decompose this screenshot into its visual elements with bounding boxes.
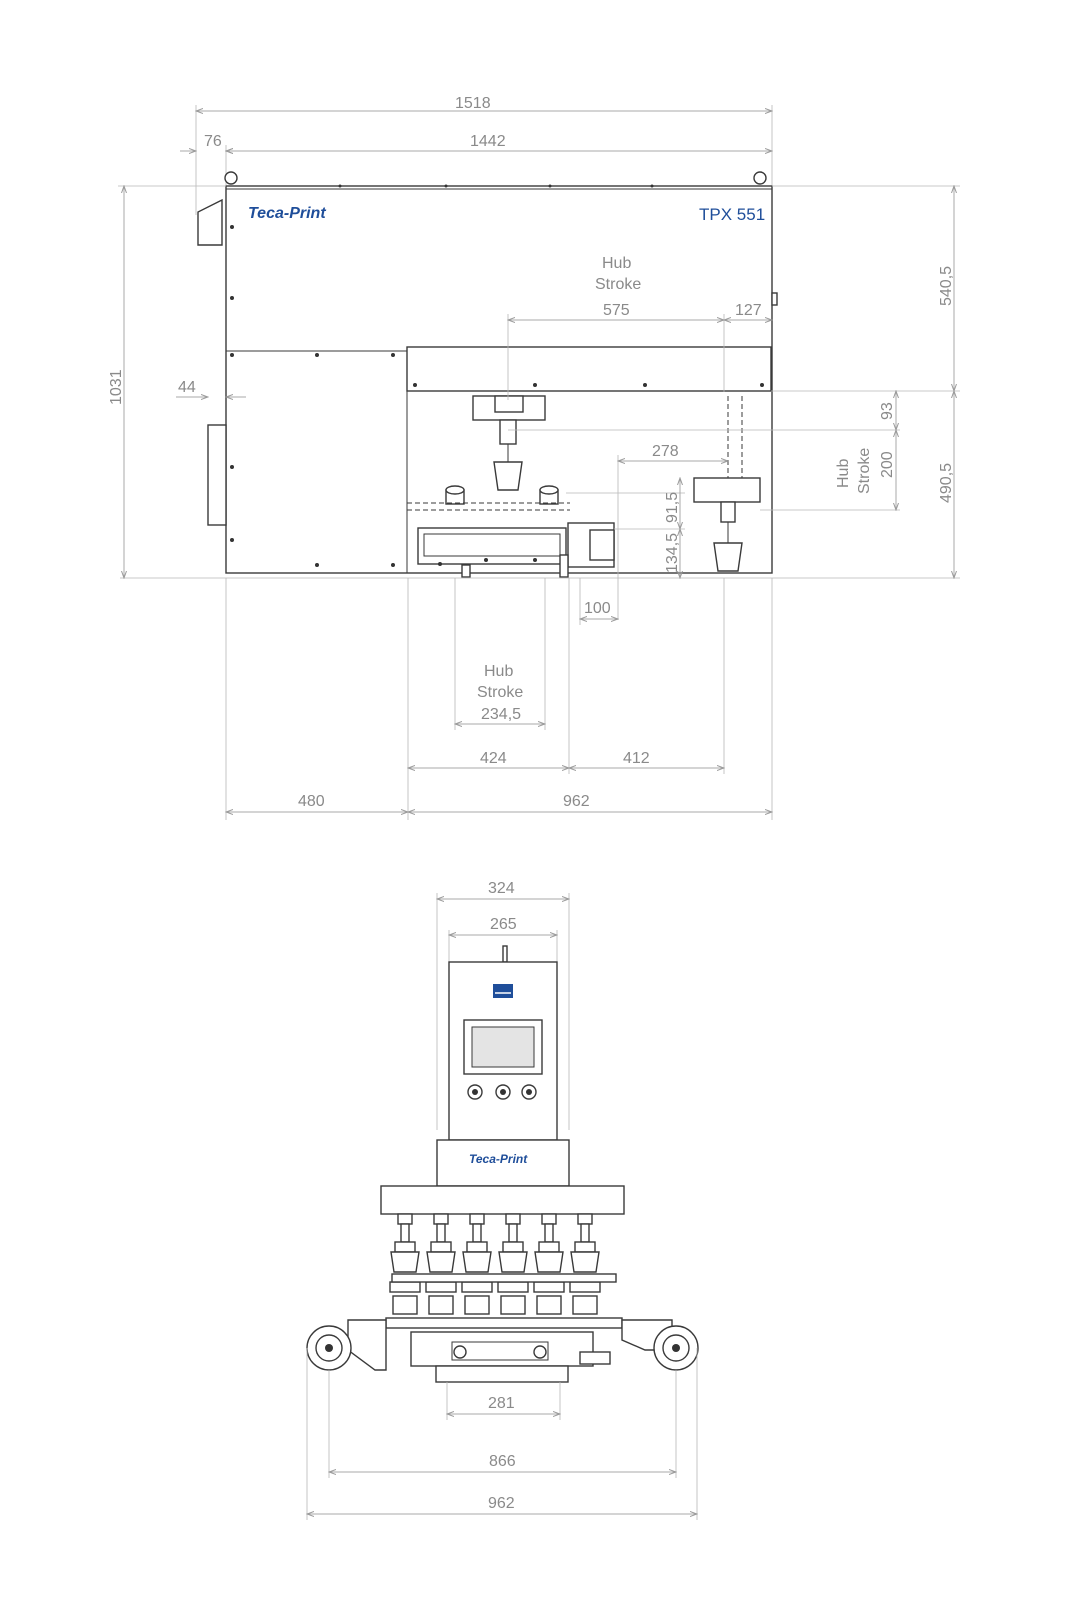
pad-unit (389, 1213, 421, 1315)
dim-total-height: 1031 (108, 186, 226, 578)
dim-93: 93 (879, 402, 896, 420)
dim-right-stroke: 93 200 Hub Stroke (508, 391, 900, 510)
pad-row (389, 1213, 601, 1315)
dim-right-heights: 540,5 490,5 (771, 186, 960, 578)
pad-unit (425, 1213, 457, 1315)
dim-overall-width: 1518 (196, 95, 772, 215)
dim-281-text: 281 (488, 1395, 515, 1412)
dim-424-412: 424 412 (408, 578, 724, 820)
brand-logo-side: Teca-Print (248, 205, 326, 222)
housing-rivets (230, 184, 764, 567)
dim-278-text: 278 (652, 443, 679, 460)
dim-265: 265 (490, 916, 517, 933)
dim-866: 866 (329, 1370, 676, 1478)
lifting-eye-left (224, 171, 238, 185)
model-label: TPX 551 (699, 205, 765, 224)
pad-unit (461, 1213, 493, 1315)
touch-panel-screen[interactable] (471, 1026, 535, 1068)
hub-top-label-2: Stroke (595, 276, 641, 293)
front-view: 324 265 Teca-Print (307, 880, 699, 1520)
dim-frame-width: 76 1442 (180, 133, 772, 185)
dim-962-front-text: 962 (488, 1495, 515, 1512)
dim-480-962: 480 962 (226, 578, 772, 820)
dim-top-stroke: Hub Stroke 575 127 (508, 255, 772, 400)
dim-bottom-stroke: Hub Stroke 234,5 (455, 578, 545, 730)
dim-234-5: 234,5 (481, 706, 521, 723)
hub-bottom-label-2: Stroke (477, 684, 523, 701)
pad-unit (497, 1213, 529, 1315)
pad-unit (533, 1213, 565, 1315)
dim-540-5: 540,5 (938, 266, 955, 306)
dim-91-5: 91,5 (664, 492, 681, 523)
dim-866-text: 866 (489, 1453, 516, 1470)
machine-housing: Teca-Print TPX 551 (197, 184, 778, 574)
hub-right-label-2: Stroke (856, 448, 873, 494)
dim-1518: 1518 (455, 95, 491, 112)
ink-cup-assembly (407, 485, 615, 578)
brand-logo-front: Teca-Print (469, 1152, 528, 1166)
dim-480: 480 (298, 793, 325, 810)
dim-324: 324 (488, 880, 515, 897)
dim-134-5: 134,5 (664, 533, 681, 573)
dim-278: 278 (618, 443, 728, 620)
dim-1442: 1442 (470, 133, 506, 150)
dim-wall-offset: 44 (176, 379, 246, 397)
pad-unit (569, 1213, 601, 1315)
side-view: 1518 76 1442 (108, 95, 960, 820)
pad-head-left (472, 395, 546, 491)
dim-1031: 1031 (108, 369, 125, 405)
hub-bottom-label-1: Hub (484, 663, 513, 680)
pad-head-right (693, 396, 761, 572)
crossbar (380, 1185, 625, 1215)
dim-vertical-small: 91,5 134,5 (566, 478, 685, 578)
dim-962-front: 962 (307, 1348, 697, 1520)
hub-right-label-1: Hub (835, 459, 852, 488)
dim-962-side: 962 (563, 793, 590, 810)
dim-200: 200 (879, 451, 896, 478)
dim-575: 575 (603, 302, 630, 319)
dim-76: 76 (204, 133, 222, 150)
dim-44: 44 (178, 379, 196, 396)
dim-490-5: 490,5 (938, 463, 955, 503)
dim-front-top: 324 265 (437, 880, 569, 1130)
dim-281: 281 (447, 1382, 560, 1420)
dim-100: 100 (580, 578, 618, 625)
front-cabinet: Teca-Print (436, 945, 570, 1187)
lifting-eye-right (753, 171, 767, 185)
brand-emblem-icon (493, 984, 513, 998)
hub-top-label-1: Hub (602, 255, 631, 272)
dim-127: 127 (735, 302, 762, 319)
dim-412: 412 (623, 750, 650, 767)
dim-100-text: 100 (584, 600, 611, 617)
dim-424: 424 (480, 750, 507, 767)
